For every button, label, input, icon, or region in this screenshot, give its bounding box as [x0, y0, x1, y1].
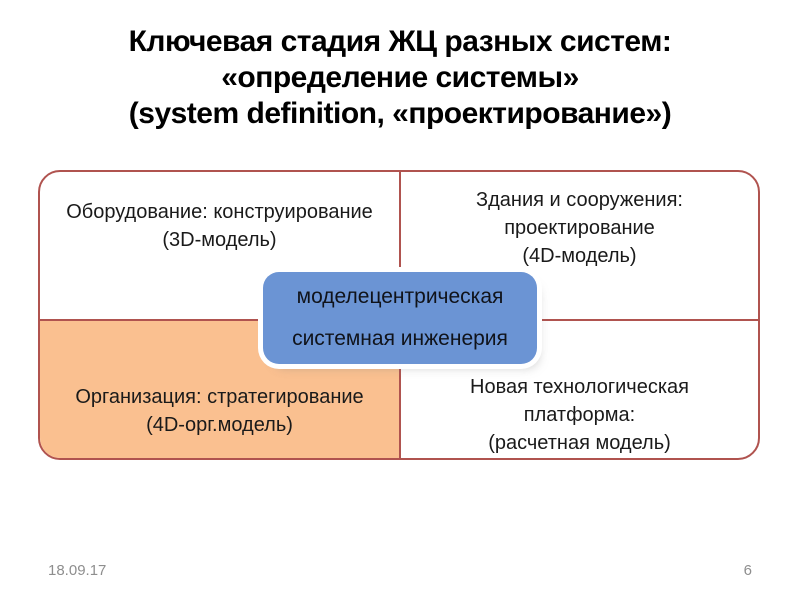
- center-box-line-2: системная инженерия: [292, 327, 508, 350]
- cell-buildings-line-1: Здания и сооружения:: [476, 189, 683, 211]
- cell-organization-line-1: Организация: стратегирование: [75, 386, 364, 408]
- cell-organization-line-2: (4D-орг.модель): [146, 414, 293, 436]
- cell-platform: Новая технологическая платформа: (расчет…: [399, 319, 758, 458]
- center-concept-box: моделецентрическая системная инженерия: [263, 272, 537, 364]
- cell-buildings: Здания и сооружения: проектирование (4D-…: [399, 172, 758, 319]
- footer-date: 18.09.17: [48, 562, 107, 579]
- cell-buildings-line-2: проектирование: [504, 217, 655, 239]
- slide-title: Ключевая стадия ЖЦ разных систем: «опред…: [0, 24, 800, 132]
- page-number: 6: [743, 562, 752, 579]
- title-line-1: Ключевая стадия ЖЦ разных систем:: [128, 25, 672, 58]
- cell-organization-highlighted: Организация: стратегирование (4D-орг.мод…: [40, 319, 399, 458]
- lifecycle-matrix: Оборудование: конструирование (3D-модель…: [38, 170, 760, 460]
- cell-buildings-line-3: (4D-модель): [522, 245, 637, 267]
- center-box-line-1: моделецентрическая: [296, 285, 504, 308]
- cell-platform-line-2: платформа:: [523, 404, 636, 426]
- title-line-3: (system definition, «проектирование»): [128, 97, 672, 130]
- title-line-2: «определение системы»: [221, 61, 579, 94]
- cell-equipment-line-1: Оборудование: конструирование: [66, 201, 373, 223]
- cell-equipment-line-2: (3D-модель): [162, 229, 277, 251]
- cell-platform-line-3: (расчетная модель): [488, 432, 671, 454]
- cell-platform-line-1: Новая технологическая: [470, 376, 689, 398]
- cell-equipment: Оборудование: конструирование (3D-модель…: [40, 172, 399, 319]
